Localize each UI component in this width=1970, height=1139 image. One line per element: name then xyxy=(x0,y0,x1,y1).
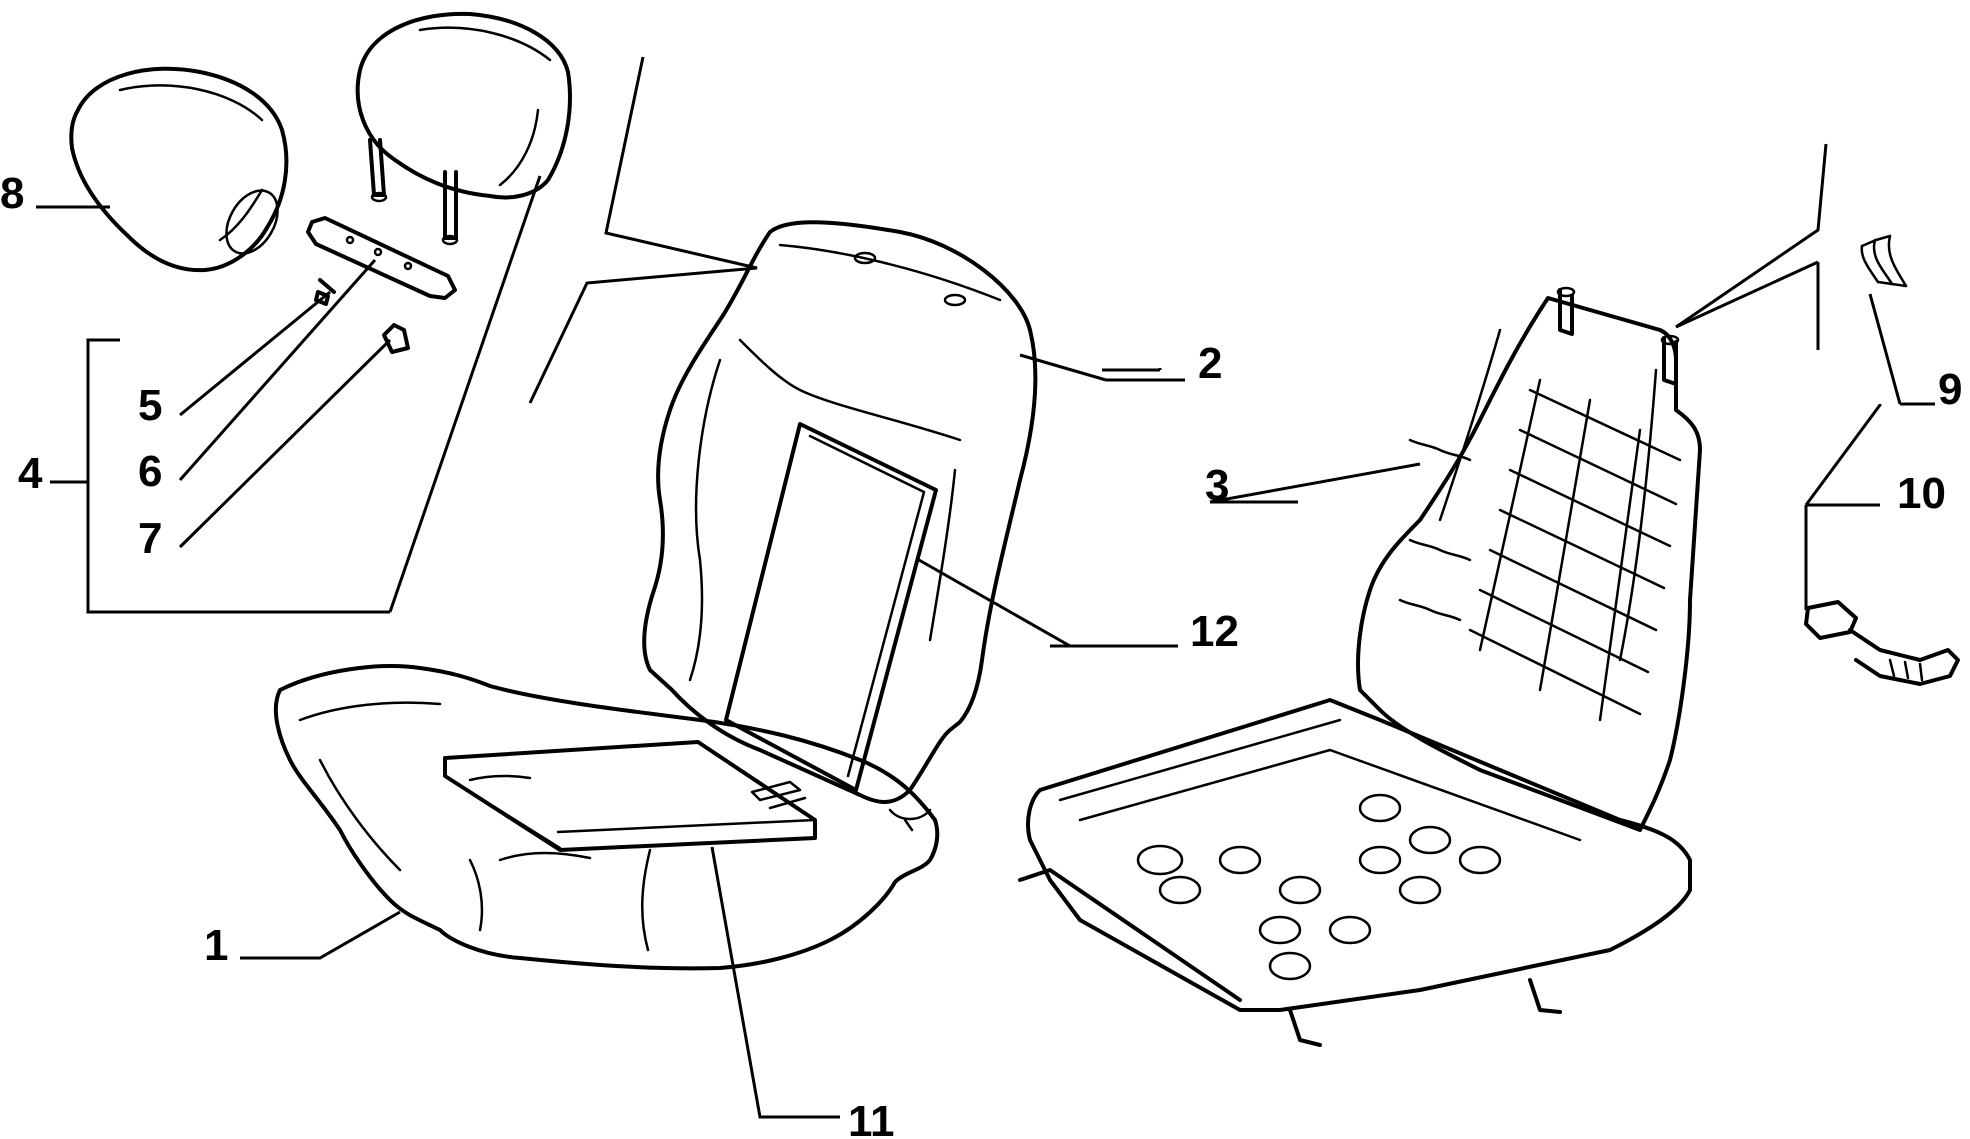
callout-6: 6 xyxy=(138,447,162,496)
seat-cushion-part-1 xyxy=(273,664,940,971)
lever-part-10 xyxy=(1804,600,1960,686)
spring-part-9 xyxy=(1860,234,1908,288)
seat-frame-part-3 xyxy=(1018,286,1702,1047)
backrest-cushion-part-2 xyxy=(642,220,1038,832)
callout-12: 12 xyxy=(1190,607,1239,656)
bracket-headrest-to-backrest xyxy=(528,56,758,404)
leader-lines xyxy=(36,175,1935,1119)
seat-heating-pad-part-11 xyxy=(443,740,817,852)
callout-2: 2 xyxy=(1198,339,1222,388)
headrest-part-4 xyxy=(355,11,572,246)
bracket-spring-to-frame xyxy=(1675,143,1828,350)
callout-9: 9 xyxy=(1938,365,1962,414)
callout-11: 11 xyxy=(848,1097,895,1139)
callout-1: 1 xyxy=(204,921,228,970)
callout-10: 10 xyxy=(1897,469,1946,518)
callout-7: 7 xyxy=(138,514,162,563)
backrest-heating-pad-part-12 xyxy=(724,422,938,792)
headrest-part-8 xyxy=(69,66,289,273)
callout-5: 5 xyxy=(138,381,162,430)
guide-plate-part-6 xyxy=(306,216,457,300)
callout-3: 3 xyxy=(1205,461,1229,510)
callout-4: 4 xyxy=(18,449,43,498)
bracket-item-4 xyxy=(86,338,390,614)
callout-8: 8 xyxy=(0,169,24,218)
callout-labels: 8 5 6 7 4 2 12 3 9 10 1 11 xyxy=(0,169,1962,1139)
clip-part-7 xyxy=(382,323,410,354)
